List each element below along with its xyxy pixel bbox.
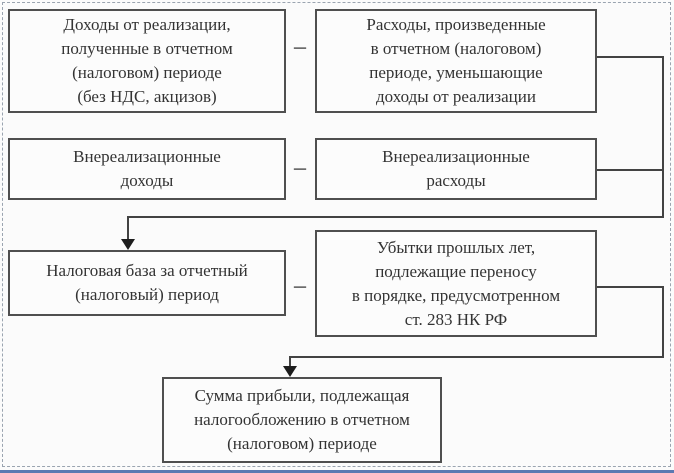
connector-expenses-to-rail: [597, 56, 664, 58]
box-tax-base: Налоговая база за отчетный (налоговый) п…: [8, 250, 286, 316]
box-nonsales-expenses: Внереализационные расходы: [315, 138, 597, 200]
connector-right-rail-lower: [662, 286, 664, 358]
minus-operator-row3: –: [294, 273, 306, 299]
connector-tax-base-stem: [127, 216, 129, 242]
box-past-losses-text: Убытки прошлых лет, подлежащие переносу …: [351, 237, 561, 329]
minus-operator-row2: –: [294, 155, 306, 181]
box-taxable-profit-text: Сумма прибыли, подлежащая налогообложени…: [194, 386, 410, 453]
connector-rail-to-profit: [289, 356, 664, 358]
box-nonsales-income: Внереализационные доходы: [8, 138, 286, 200]
box-sales-expenses: Расходы, произведенные в отчетном (налог…: [315, 9, 597, 113]
box-nonsales-expenses-text: Внереализационные расходы: [382, 147, 530, 190]
bottom-blue-rule: [0, 470, 674, 473]
connector-right-rail-upper: [662, 56, 664, 218]
connector-rail-to-tax-base: [127, 216, 664, 218]
box-tax-base-text: Налоговая база за отчетный (налоговый) п…: [46, 261, 248, 304]
box-nonsales-income-text: Внереализационные доходы: [73, 147, 221, 190]
box-sales-revenue: Доходы от реализации, полученные в отчет…: [8, 9, 286, 113]
box-sales-expenses-text: Расходы, произведенные в отчетном (налог…: [366, 15, 546, 106]
minus-operator-row1: –: [294, 34, 306, 60]
box-past-losses: Убытки прошлых лет, подлежащие переносу …: [315, 230, 597, 337]
connector-losses-to-rail: [597, 286, 664, 288]
connector-profit-stem: [289, 356, 291, 369]
arrowhead-into-taxable-profit: [283, 366, 297, 377]
arrowhead-into-tax-base: [121, 239, 135, 250]
connector-nonsales-expenses-to-rail: [597, 169, 664, 171]
box-taxable-profit: Сумма прибыли, подлежащая налогообложени…: [162, 377, 442, 463]
box-sales-revenue-text: Доходы от реализации, полученные в отчет…: [61, 15, 233, 106]
